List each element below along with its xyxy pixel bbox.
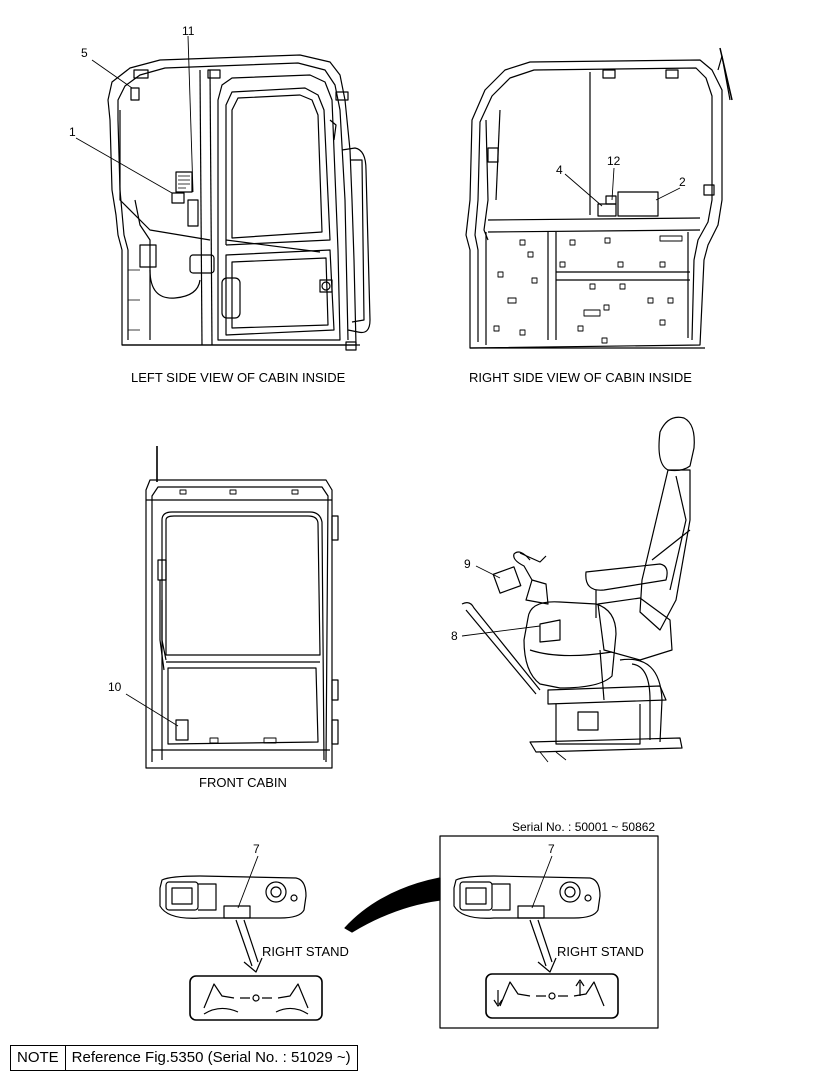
decal-12-box [605,195,617,205]
seat-console-drawing [461,416,695,763]
decal-7-right-detail [485,973,619,1019]
front-leaders [125,693,179,727]
left-side-cabin-drawing [107,54,371,351]
callout-2: 2 [679,175,686,189]
right-stand-label-left: RIGHT STAND [262,944,349,959]
decal-7-left-box [223,905,251,919]
decal-2-box [617,191,659,217]
front-cabin-label: FRONT CABIN [199,775,287,790]
right-stand-right-drawing [453,875,619,1019]
callout-7-right: 7 [548,842,555,856]
serial-range-label: Serial No. : 50001 ~ 50862 [512,820,656,834]
callout-5: 5 [81,46,88,60]
callout-1: 1 [69,125,76,139]
right-side-cabin-drawing [465,47,733,349]
callout-9: 9 [464,557,471,571]
callout-7-left: 7 [253,842,260,856]
right-stand-label-right: RIGHT STAND [557,944,644,959]
right-side-leaders [564,167,681,207]
curved-transition-arrow [344,877,441,933]
stand-right-leader [531,855,553,909]
decal-7-left-detail [189,975,323,1021]
decal-7-right-box [517,905,545,919]
callout-4: 4 [556,163,563,177]
note-key: NOTE [11,1046,66,1070]
decal-4-box [597,203,617,217]
left-side-view-label: LEFT SIDE VIEW OF CABIN INSIDE [131,370,346,385]
seat-leaders [461,565,541,637]
note-text: Reference Fig.5350 (Serial No. : 51029 ~… [71,1049,351,1066]
callout-11: 11 [182,24,195,38]
serial-box-frame [439,835,659,1029]
right-side-view-label: RIGHT SIDE VIEW OF CABIN INSIDE [469,370,692,385]
decal-9-box [492,566,522,594]
decal-10-box [175,719,189,741]
decal-8-box [539,619,561,643]
note-box: NOTE Reference Fig.5350 (Serial No. : 51… [10,1045,358,1071]
callout-8: 8 [451,629,458,643]
front-cabin-drawing [145,446,339,769]
stand-left-leader [237,855,259,909]
callout-12: 12 [607,154,621,168]
left-side-leaders [75,35,194,194]
right-stand-left-drawing [159,875,323,1021]
callout-10: 10 [108,680,122,694]
